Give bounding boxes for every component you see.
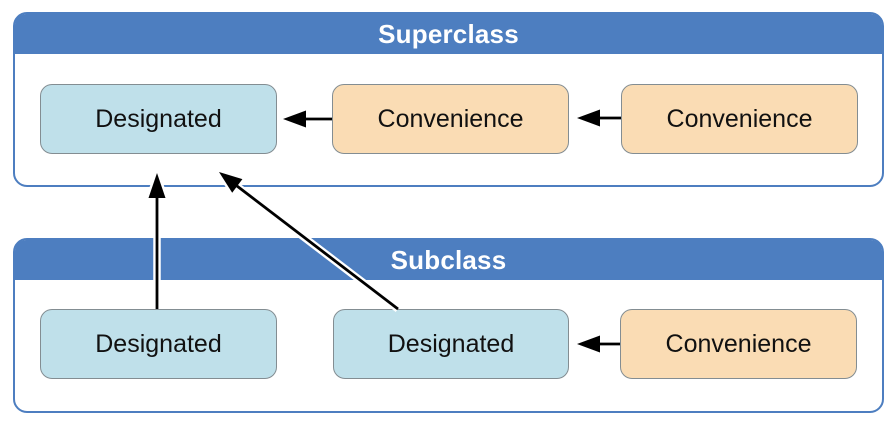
- superclass-convenience-node-2: Convenience: [621, 84, 858, 154]
- subclass-designated-node-2: Designated: [333, 309, 569, 379]
- superclass-header-bar: Superclass: [15, 14, 882, 54]
- superclass-designated-node: Designated: [40, 84, 277, 154]
- subclass-header-bar: Subclass: [15, 240, 882, 280]
- superclass-title: Superclass: [378, 18, 519, 49]
- superclass-convenience-node-1: Convenience: [332, 84, 569, 154]
- subclass-convenience-node: Convenience: [620, 309, 857, 379]
- subclass-title: Subclass: [390, 244, 507, 275]
- subclass-designated-node-1: Designated: [40, 309, 277, 379]
